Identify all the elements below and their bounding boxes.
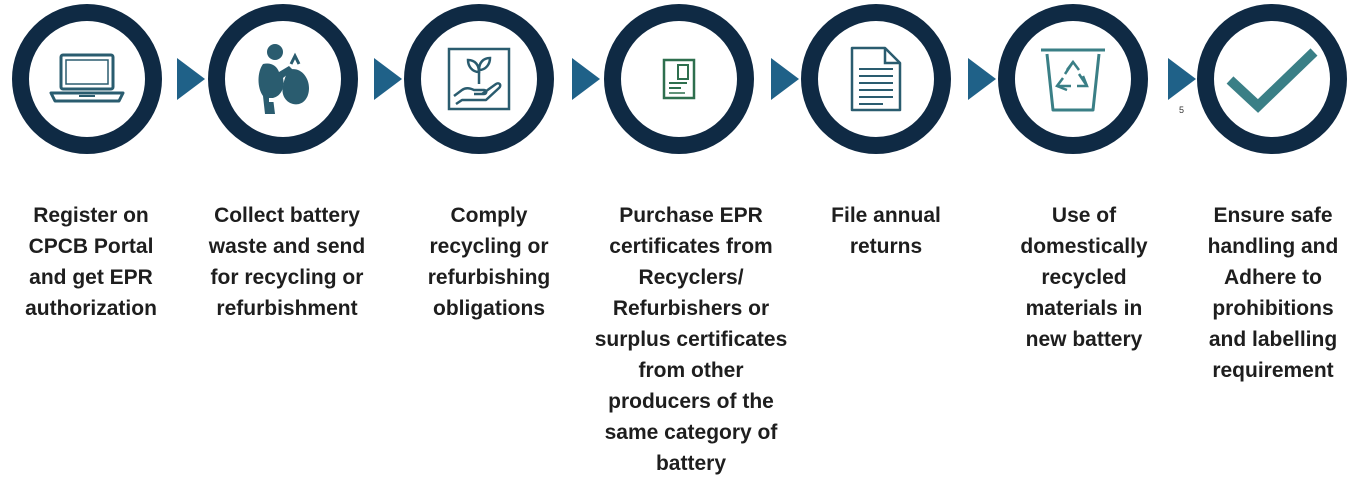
step-1-label: Register on CPCB Portal and get EPR auth… (25, 204, 157, 320)
step-7-label: Ensure safe handling and Adhere to prohi… (1207, 204, 1339, 382)
step-5-label: File annual returns (831, 204, 941, 258)
flow-arrow (1168, 58, 1196, 100)
step-4-label: Purchase EPR certificates from Recyclers… (594, 204, 788, 475)
step-6-circle (998, 4, 1148, 154)
flow-arrow (374, 58, 402, 100)
step-2-label: Collect battery waste and send for recyc… (208, 204, 366, 320)
step-3-circle (404, 4, 554, 154)
footnote-marker: 5 (1179, 105, 1185, 115)
flow-arrow (771, 58, 799, 100)
step-1-circle (12, 4, 162, 154)
hand-with-plant-icon (447, 47, 511, 111)
certificate-icon (662, 58, 696, 100)
document-icon (850, 46, 902, 112)
step-2-circle (208, 4, 358, 154)
checkmark-icon (1226, 48, 1318, 113)
laptop-icon (49, 53, 125, 103)
person-with-bag-icon (258, 44, 309, 114)
flow-arrow (572, 58, 600, 100)
step-3-label: Comply recycling or refurbishing obligat… (427, 204, 551, 320)
step-5-circle (801, 4, 951, 154)
recycle-bin-icon (1041, 48, 1105, 112)
flow-arrow (177, 58, 205, 100)
step-6-label: Use of domestically recycled materials i… (1020, 204, 1148, 351)
step-4-circle (604, 4, 754, 154)
flow-arrow (968, 58, 996, 100)
step-7-circle (1197, 4, 1347, 154)
